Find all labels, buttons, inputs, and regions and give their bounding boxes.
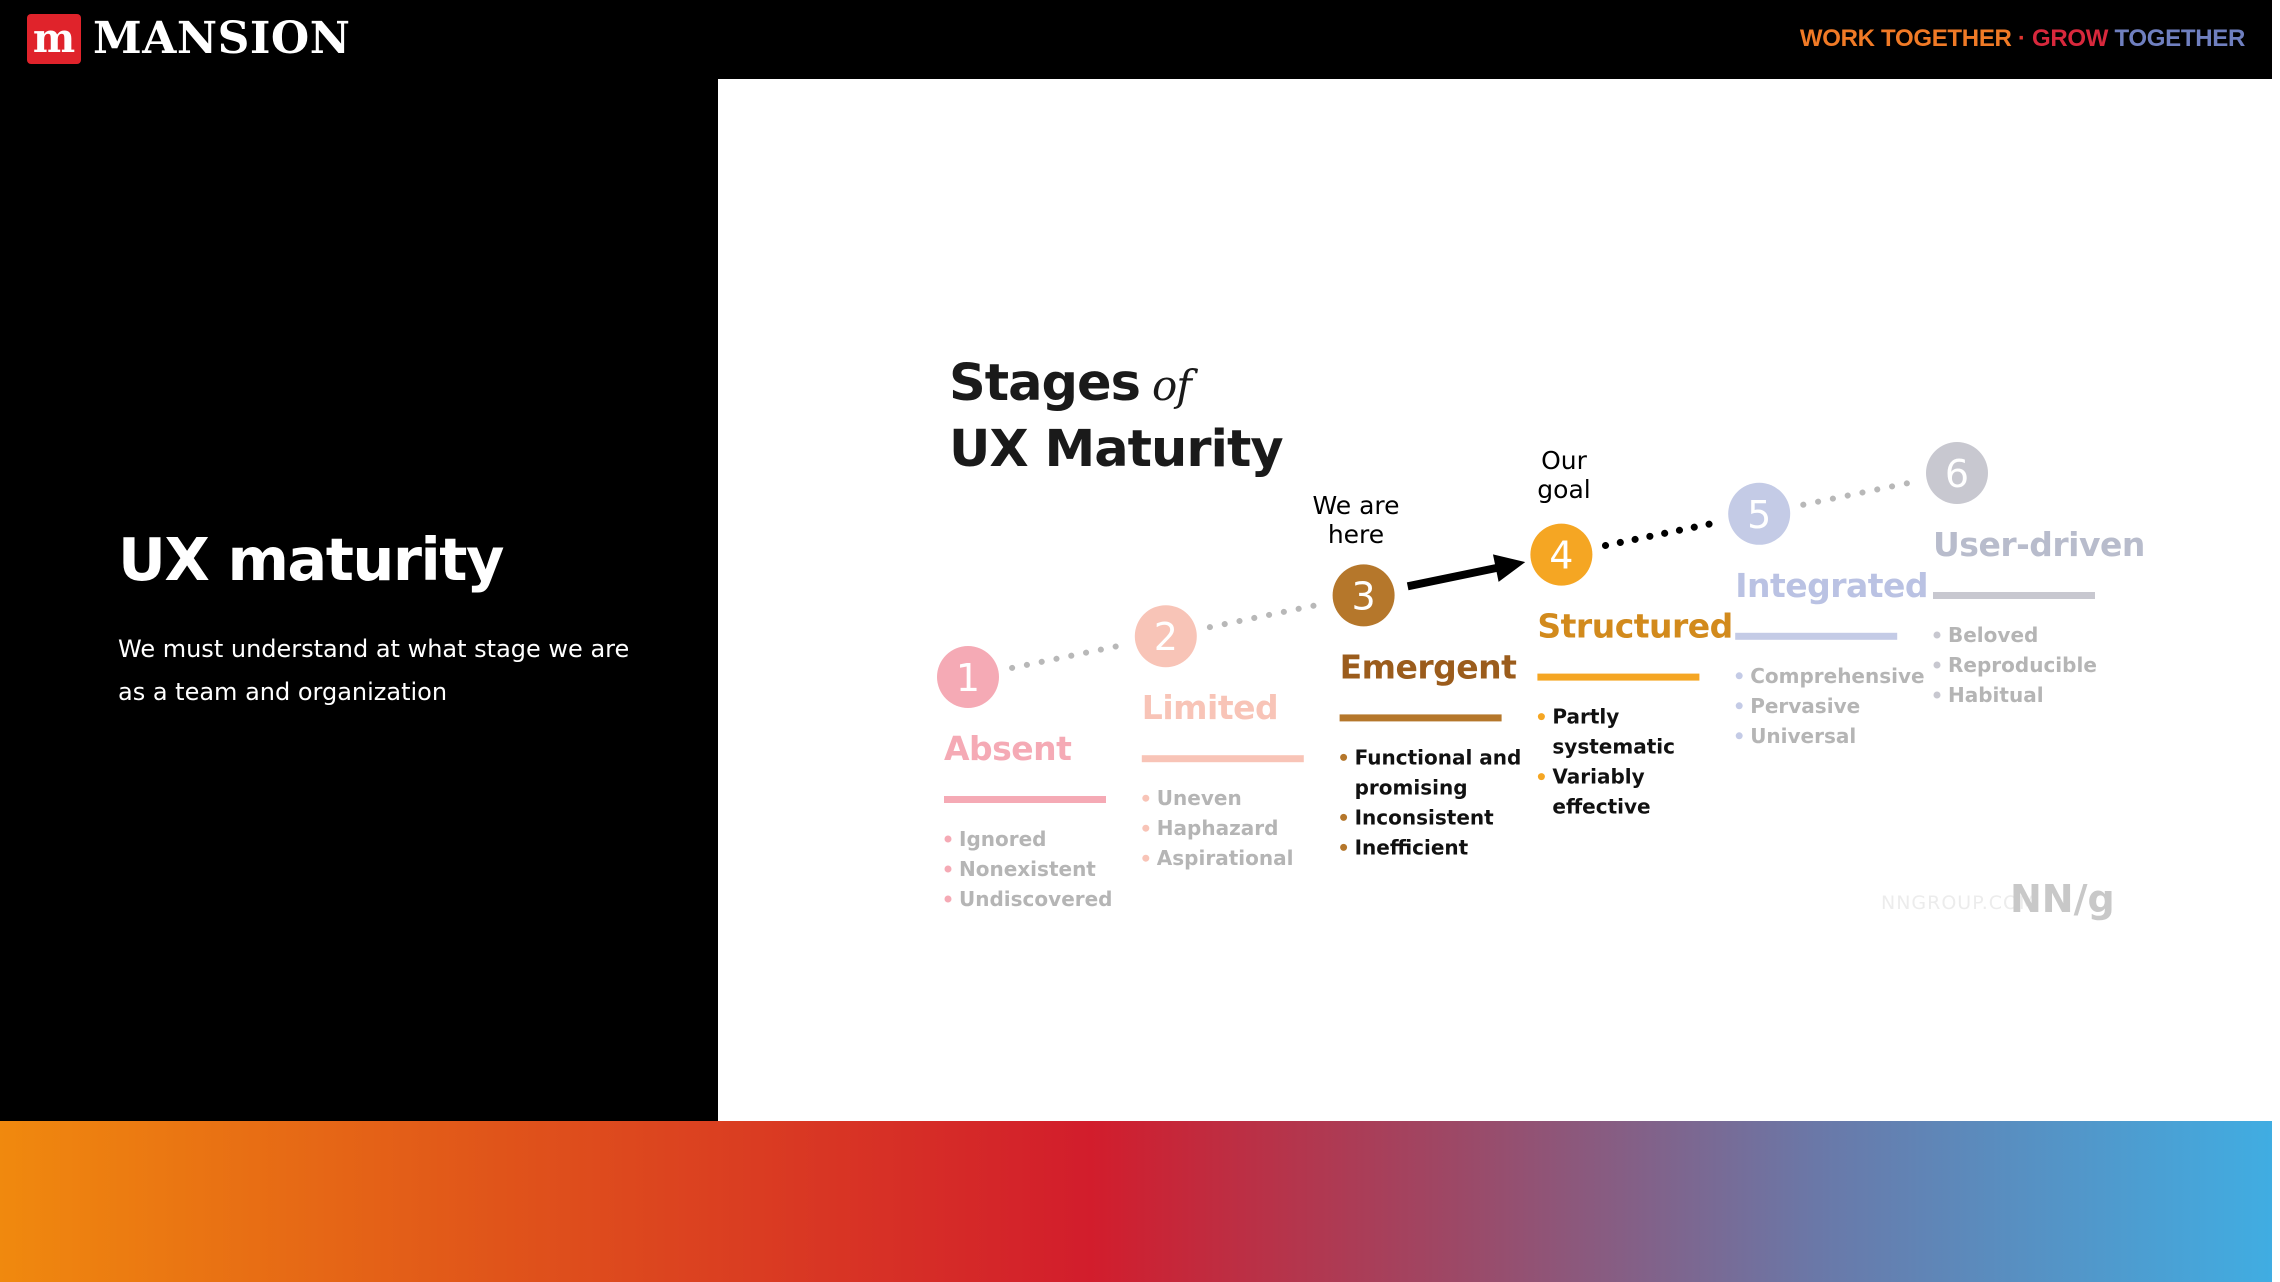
stage-5-name: Integrated: [1735, 566, 1928, 605]
annotation-here-line2: here: [1328, 520, 1384, 549]
stage-5: 5IntegratedComprehensivePervasiveUnivers…: [1728, 482, 1929, 748]
stage-3-trait: Functional and: [1355, 745, 1522, 769]
stage-2-trait: Haphazard: [1157, 816, 1279, 840]
stage-5-number: 5: [1747, 493, 1771, 537]
connector-dots-1-2: [1009, 642, 1125, 671]
tagline-together: TOGETHER: [2108, 25, 2245, 52]
annotation-goal-line2: goal: [1537, 475, 1590, 504]
diagram-title-stages: Stages: [949, 354, 1140, 413]
stage-1-bullet-icon: [944, 865, 952, 873]
stage-2-trait: Aspirational: [1157, 846, 1294, 870]
gradient-footer-band: [0, 1121, 2272, 1282]
stage-3-trait: Inconsistent: [1355, 805, 1495, 829]
stage-1-underline: [944, 796, 1106, 803]
stage-1-bullet-icon: [944, 835, 952, 843]
stage-5-underline: [1735, 632, 1898, 640]
progress-arrow-3-4: [1406, 562, 1505, 591]
stage-4-trait: effective: [1552, 795, 1650, 819]
stage-2-bullet-icon: [1142, 824, 1150, 832]
stage-6-bullet-icon: [1933, 661, 1941, 669]
connector-dots-5-6: [1800, 479, 1916, 508]
stage-4-trait: Partly: [1552, 705, 1619, 729]
stage-4-bullet-icon: [1537, 713, 1545, 721]
stage-4-trait: systematic: [1552, 735, 1675, 759]
tagline: WORK TOGETHER · GROW TOGETHER: [1800, 24, 2245, 54]
tagline-work: WORK TOGETHER: [1799, 25, 2012, 52]
stage-5-trait: Comprehensive: [1750, 664, 1924, 688]
stage-2-circle: [1134, 605, 1197, 668]
stage-6-circle: [1926, 442, 1988, 504]
stage-6-bullet-icon: [1933, 691, 1941, 699]
mansion-logo-icon: m: [27, 14, 81, 64]
brand-name: MANSION: [93, 13, 351, 64]
stage-6-name: User-driven: [1933, 525, 2145, 564]
slide-title: UX maturity: [118, 525, 504, 594]
stage-3-underline: [1339, 714, 1502, 722]
stage-1-bullet-icon: [944, 895, 952, 903]
brand-logo: m MANSION: [27, 14, 350, 64]
stage-6-trait: Beloved: [1948, 623, 2038, 647]
tagline-separator: ·: [2011, 25, 2032, 52]
stage-3-number: 3: [1352, 574, 1376, 618]
slide-subtitle: We must understand at what stage we are …: [118, 635, 630, 706]
stage-1-trait: Nonexistent: [959, 857, 1096, 881]
stage-3-trait: Inefficient: [1355, 835, 1469, 859]
stage-4-number: 4: [1549, 534, 1573, 578]
stage-3-bullet-icon: [1340, 753, 1348, 761]
stage-2-name: Limited: [1142, 688, 1278, 727]
connector-dots-2-3: [1206, 601, 1323, 631]
stage-5-bullet-icon: [1735, 672, 1743, 680]
stage-1-trait: Ignored: [959, 827, 1046, 851]
stage-layer: 1AbsentIgnoredNonexistentUndiscovered2Li…: [937, 442, 2145, 911]
stage-4-bullet-icon: [1537, 773, 1545, 781]
footer-site: NNGROUP.COM: [1881, 892, 2036, 914]
stage-2-trait: Uneven: [1157, 786, 1242, 810]
stage-2-underline: [1141, 755, 1304, 763]
stage-3-bullet-icon: [1340, 843, 1348, 851]
stage-1-number: 1: [956, 656, 980, 700]
stage-1-trait: Undiscovered: [959, 887, 1113, 911]
annotation-goal-line1: Our: [1541, 446, 1588, 475]
stage-5-circle: [1728, 482, 1791, 545]
stage-6-bullet-icon: [1933, 631, 1941, 639]
progress-arrow-head-icon: [1492, 554, 1526, 582]
stage-5-bullet-icon: [1735, 732, 1743, 740]
connector-dots-4-5: [1601, 519, 1719, 550]
stage-4-trait: Variably: [1552, 765, 1644, 789]
stage-6-underline: [1933, 592, 2095, 599]
footer-nng-logo: NN/g: [2010, 877, 2115, 921]
stage-5-trait: Universal: [1750, 724, 1856, 748]
stage-3-circle: [1332, 564, 1395, 627]
stage-6-trait: Habitual: [1948, 683, 2044, 707]
stage-2-bullet-icon: [1142, 854, 1150, 862]
stage-3-bullet-icon: [1340, 813, 1348, 821]
diagram-title-of: of: [1152, 361, 1198, 410]
stage-5-bullet-icon: [1735, 702, 1743, 710]
tagline-grow: GROW: [2032, 25, 2109, 52]
annotation-here-line1: We are: [1312, 491, 1399, 520]
stage-4-name: Structured: [1537, 607, 1732, 646]
stage-1-name: Absent: [944, 729, 1072, 768]
stage-3-name: Emergent: [1340, 647, 1518, 686]
stage-6-trait: Reproducible: [1948, 653, 2097, 677]
stage-3-trait: promising: [1355, 775, 1468, 799]
stage-4-underline: [1537, 673, 1700, 681]
stage-5-trait: Pervasive: [1750, 694, 1860, 718]
stage-2-number: 2: [1154, 615, 1178, 659]
stage-1-circle: [937, 646, 999, 708]
stage-4-circle: [1530, 523, 1593, 586]
stage-6-number: 6: [1945, 452, 1969, 496]
stage-2-bullet-icon: [1142, 794, 1150, 802]
diagram-title-line2: UX Maturity: [949, 420, 1283, 479]
